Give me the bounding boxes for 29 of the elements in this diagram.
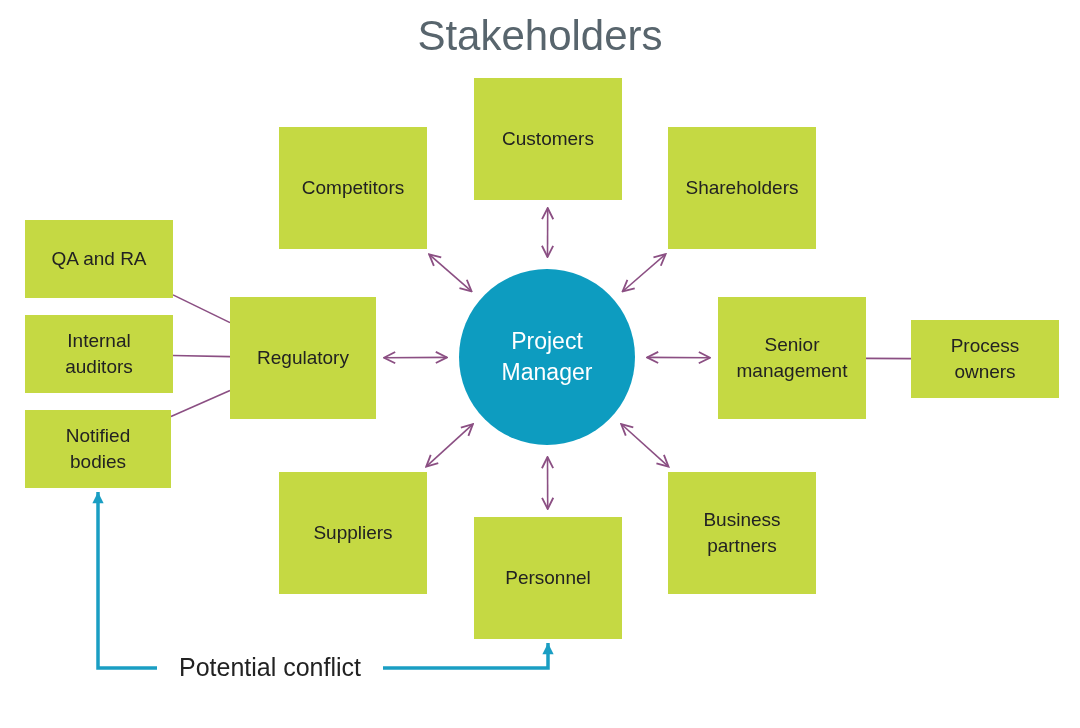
arrow [92, 492, 157, 670]
hub-circle: Project Manager [459, 269, 635, 445]
stakeholder-box: Regulatory [230, 297, 376, 419]
stakeholder-box: Shareholders [668, 127, 816, 249]
stakeholder-box: Personnel [474, 517, 622, 639]
stakeholder-box: Internal auditors [25, 315, 173, 393]
connector-line [865, 357, 912, 360]
arrow [541, 456, 555, 510]
stakeholder-box: Suppliers [279, 472, 427, 594]
arrow [621, 253, 667, 293]
stakeholder-box: QA and RA [25, 220, 173, 298]
arrow [383, 643, 554, 670]
connector-line [172, 354, 231, 358]
stakeholder-box: Notified bodies [25, 410, 171, 488]
stakeholder-box: Process owners [911, 320, 1059, 398]
annotation-text: Potential conflict [179, 652, 362, 684]
arrow [383, 350, 448, 365]
arrow [541, 207, 555, 258]
stakeholder-box: Competitors [279, 127, 427, 249]
connector-line [170, 389, 231, 418]
arrow [620, 423, 670, 468]
stakeholder-box: Customers [474, 78, 622, 200]
stakeholder-box: Business partners [668, 472, 816, 594]
connector-line [172, 294, 231, 324]
stakeholder-box: Senior management [718, 297, 866, 419]
arrow [428, 253, 473, 293]
diagram-title: Stakeholders [416, 12, 664, 60]
arrow [425, 423, 474, 468]
arrow [646, 350, 711, 365]
